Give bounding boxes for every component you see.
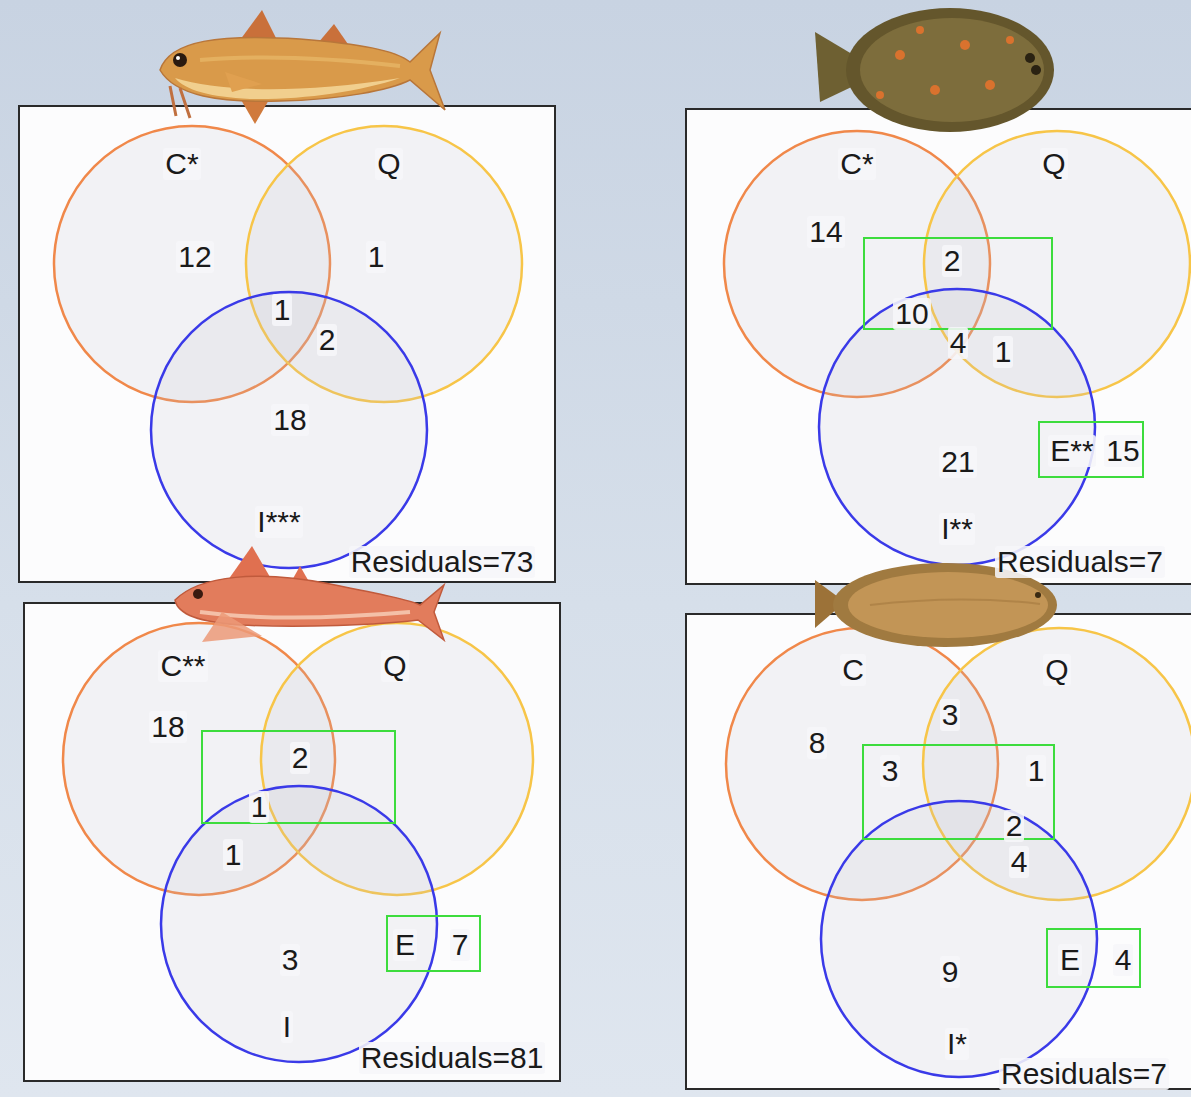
residuals-text: Residuals=81: [359, 1042, 546, 1074]
venn-circle: I: [159, 784, 439, 1064]
fraction-number: E: [393, 929, 417, 961]
residuals-text: Residuals=73: [349, 546, 536, 578]
highlight-box: 3 12: [862, 744, 1055, 840]
fraction-number: 3: [880, 755, 901, 787]
fraction-number: 3: [280, 944, 301, 976]
highlight-box: 2 10: [863, 237, 1053, 330]
residuals-text: Residuals=7: [995, 546, 1165, 578]
result-panel: Residuals=7CQI*312E4: [685, 613, 1191, 1090]
fraction-number: 1: [366, 241, 387, 273]
fraction-number: 1: [993, 336, 1014, 368]
factor-label: C: [840, 654, 866, 686]
highlight-box: E7: [386, 915, 481, 972]
factor-label: Q: [375, 148, 402, 180]
highlight-box: E4: [1046, 928, 1141, 988]
fraction-number: 10: [893, 298, 930, 330]
factor-label: I***: [255, 506, 302, 538]
factor-label: Q: [1040, 148, 1067, 180]
factor-label: I**: [939, 513, 975, 545]
fraction-number: 7: [450, 929, 471, 961]
fraction-number: E**: [1048, 435, 1095, 467]
fraction-number: 18: [149, 711, 186, 743]
fraction-number: 8: [807, 727, 828, 759]
fraction-number: E: [1058, 944, 1082, 976]
fraction-number: 1: [272, 294, 293, 326]
highlight-box: E** 15: [1038, 421, 1144, 478]
factor-label: C*: [838, 148, 875, 180]
fraction-number: 1: [249, 791, 270, 823]
factor-label: I: [281, 1011, 293, 1043]
factor-label: C*: [163, 148, 200, 180]
fraction-number: 2: [1004, 810, 1025, 842]
fraction-number: 4: [1113, 944, 1134, 976]
fraction-number: 21: [939, 446, 976, 478]
fraction-number: 1: [1026, 755, 1047, 787]
fraction-number: 15: [1104, 435, 1141, 467]
highlight-box: 21: [201, 730, 396, 824]
venn-circle: I*: [819, 799, 1099, 1079]
result-panel: Residuals=73 C* Q I***: [18, 105, 556, 583]
factor-label: C**: [158, 650, 207, 682]
factor-label: Q: [1043, 654, 1070, 686]
result-panel: Residuals=81C**QI21E7: [23, 602, 561, 1082]
fraction-number: 2: [290, 742, 311, 774]
fraction-number: 14: [807, 216, 844, 248]
fraction-number: 2: [942, 245, 963, 277]
fraction-number: 1: [223, 839, 244, 871]
fraction-number: 2: [317, 324, 338, 356]
fraction-number: 4: [1009, 846, 1030, 878]
factor-label: Q: [381, 650, 408, 682]
fraction-number: 18: [271, 404, 308, 436]
result-panel: Residuals=7 C* Q I** 2 10E** 15: [685, 108, 1191, 585]
fraction-number: 9: [940, 956, 961, 988]
circle-outline: [159, 784, 439, 1064]
factor-label: I*: [945, 1028, 969, 1060]
fraction-number: 4: [948, 327, 969, 359]
fraction-number: 3: [940, 699, 961, 731]
residuals-text: Residuals=7: [999, 1058, 1169, 1090]
fraction-number: 12: [176, 241, 213, 273]
